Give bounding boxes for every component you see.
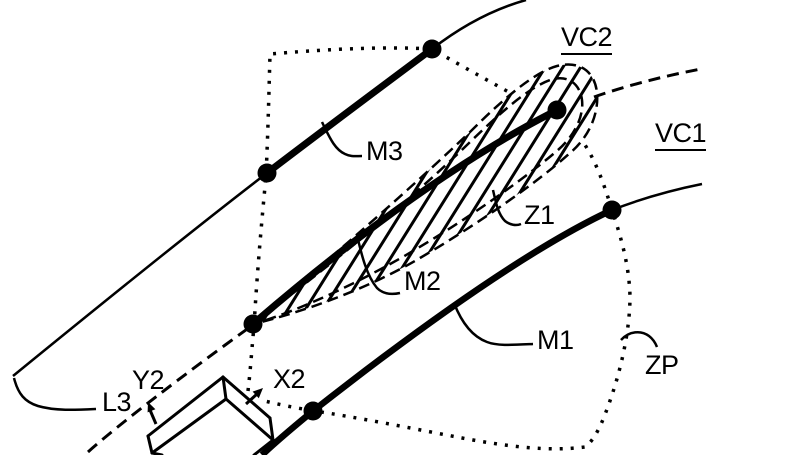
z1-zone-fill [252,63,599,326]
m2-thick-segment [250,106,559,327]
label-m1: M1 [537,325,574,355]
m1-leader [452,302,534,347]
label-m3: M3 [366,136,403,166]
x2-axis-arrow [244,388,263,406]
label-l3: L3 [102,387,132,417]
m3-leader [320,121,363,158]
label-x2: X2 [273,364,306,394]
m2-dashed-extension [86,325,251,454]
label-zp: ZP [645,350,679,380]
label-vc1: VC1 [655,120,707,151]
dot-m1-lower [303,401,323,421]
dot-m2-upper [547,100,567,120]
m1-thick-segment [259,207,614,455]
z1-leader [491,189,522,227]
label-z1: Z1 [524,200,555,230]
m1-thin-extension [611,182,703,212]
vc2-dashed-line [593,67,702,99]
dot-m2-lower [243,314,263,334]
zp-leader [620,331,659,348]
label-vc2: VC2 [561,24,613,55]
label-m2: M2 [404,266,441,296]
dot-m3-upper [422,39,442,59]
dot-m3-lower [257,163,277,183]
m2-leader [355,234,401,296]
dot-m1-upper [602,200,622,220]
y2-axis-arrow [147,402,158,425]
m3-thick-segment [264,46,435,176]
l3-leader [12,377,97,412]
label-y2: Y2 [132,365,165,395]
